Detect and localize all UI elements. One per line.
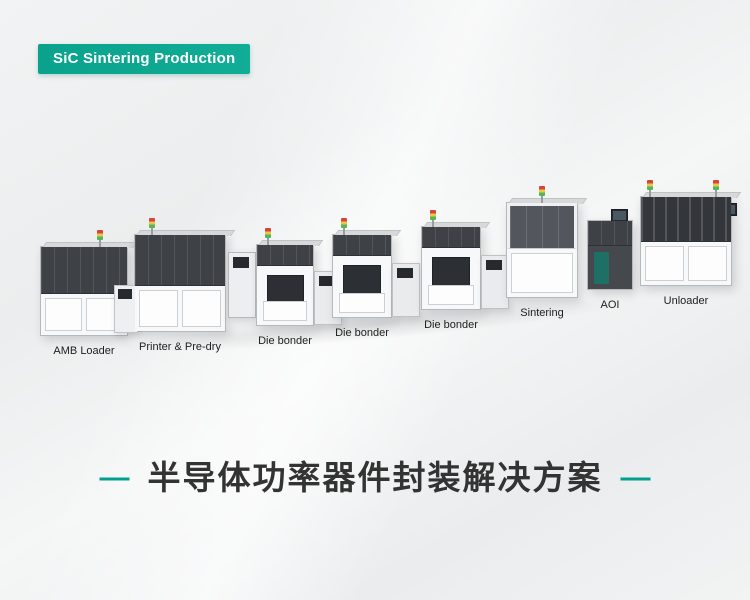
door-panel xyxy=(139,290,178,327)
door-panel xyxy=(688,246,727,281)
process-window xyxy=(432,257,471,287)
door-panel xyxy=(511,253,573,293)
machine-lower-cabinet xyxy=(333,256,391,317)
machine-label: Unloader xyxy=(663,295,709,307)
machine-lower-cabinet xyxy=(507,249,577,297)
machine-printer-predry: Printer & Pre-dry xyxy=(114,218,236,353)
machine-upper-panel xyxy=(588,221,632,246)
door-panel xyxy=(339,293,385,313)
door-panel xyxy=(645,246,684,281)
machine-label: Die bonder xyxy=(258,335,312,347)
headline-row: — 半导体功率器件封装解决方案 — xyxy=(0,458,750,498)
machine-die-bonder-3: Die bonder xyxy=(421,210,509,331)
signal-tower-icon xyxy=(341,218,347,235)
machine-upper-panel xyxy=(422,227,480,248)
machine-body xyxy=(587,209,633,290)
machine-body xyxy=(40,230,138,336)
machine-label: AMB Loader xyxy=(53,345,115,357)
machine-label: Die bonder xyxy=(335,327,389,339)
link-module xyxy=(228,252,256,318)
machine-label: Sintering xyxy=(520,307,564,319)
machine-label: Die bonder xyxy=(424,319,478,331)
operator-console xyxy=(114,285,138,333)
door-panel xyxy=(263,301,307,321)
machine-label: AOI xyxy=(600,299,620,311)
machine-body xyxy=(421,210,509,310)
machine-lower-cabinet xyxy=(588,246,632,289)
machine-lower-cabinet xyxy=(257,266,313,325)
product-line-badge: SiC Sintering Production xyxy=(38,44,251,74)
door-panel xyxy=(428,285,474,305)
machine-lower-cabinet xyxy=(422,248,480,309)
machine-upper-panel xyxy=(641,197,731,242)
page-title: 半导体功率器件封装解决方案 xyxy=(147,459,603,496)
machine-unloader: Unloader xyxy=(640,180,742,307)
machine-upper-panel xyxy=(41,247,127,294)
machine-body xyxy=(228,252,256,318)
machine-body xyxy=(640,180,742,286)
machine-upper-panel xyxy=(257,245,313,266)
inspection-panel xyxy=(594,252,609,284)
machine-body xyxy=(256,228,342,326)
title-dash-left: — xyxy=(99,460,130,494)
process-window xyxy=(267,275,304,305)
signal-tower-icon xyxy=(265,228,271,245)
machine-upper-panel xyxy=(135,235,225,286)
signal-tower-icon xyxy=(713,180,719,197)
signal-tower-icon xyxy=(149,218,155,235)
side-cart xyxy=(481,255,509,309)
machine-die-bonder-2: Die bonder xyxy=(332,218,420,339)
signal-tower-icon xyxy=(647,180,653,197)
machine-upper-panel xyxy=(333,235,391,256)
machine-label: Printer & Pre-dry xyxy=(139,341,221,353)
machine-aoi: AOI xyxy=(587,209,633,311)
door-panel xyxy=(182,290,221,327)
machine-body xyxy=(506,186,588,298)
machine-body xyxy=(332,218,420,318)
machine-amb-loader: AMB Loader xyxy=(40,230,138,357)
monitor-icon xyxy=(233,257,249,268)
side-cart xyxy=(392,263,420,317)
title-dash-right: — xyxy=(620,460,651,494)
door-panel xyxy=(45,298,82,331)
machine-window-band xyxy=(507,203,577,249)
machine-lower-cabinet xyxy=(641,242,731,285)
machine-die-bonder-1: Die bonder xyxy=(256,228,342,347)
machine-body xyxy=(114,218,236,333)
signal-tower-icon xyxy=(430,210,436,227)
machine-lower-cabinet xyxy=(135,286,225,331)
machine-sintering: Sintering xyxy=(506,186,588,319)
process-window xyxy=(343,265,382,295)
signal-tower-icon xyxy=(539,186,545,203)
signal-tower-icon xyxy=(97,230,103,247)
